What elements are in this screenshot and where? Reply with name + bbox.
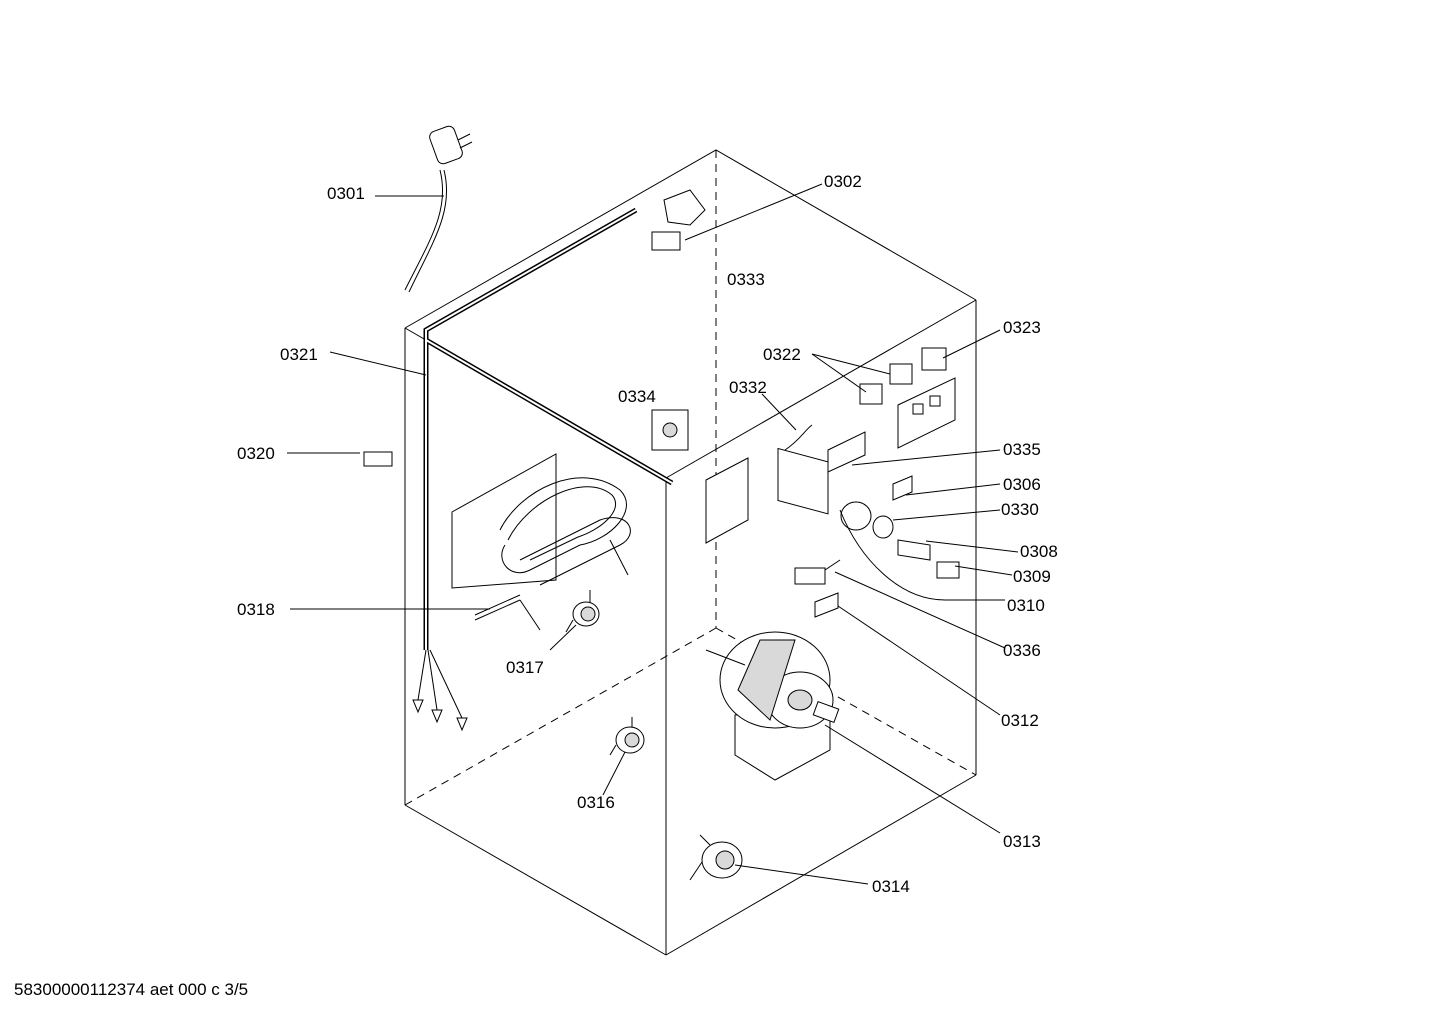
- panel-0323-icon: [897, 377, 956, 449]
- label-0306: 0306: [1003, 475, 1041, 494]
- label-0316: 0316: [577, 793, 615, 812]
- document-footer-id: 58300000112374 aet 000 c 3/5: [14, 980, 249, 999]
- label-0310: 0310: [1007, 596, 1045, 615]
- power-plug-icon: [404, 125, 473, 293]
- label-0332: 0332: [729, 378, 767, 397]
- plate-0302-lower-icon: [705, 457, 749, 544]
- label-0313: 0313: [1003, 832, 1041, 851]
- board-0335-icon: [827, 431, 866, 473]
- label-0322: 0322: [763, 345, 801, 364]
- label-0318: 0318: [237, 600, 275, 619]
- label-0312: 0312: [1001, 711, 1039, 730]
- switch-0323-icon: [921, 347, 947, 371]
- label-0333: 0333: [727, 270, 765, 289]
- label-0321: 0321: [280, 345, 318, 364]
- label-0323: 0323: [1003, 318, 1041, 337]
- sensor-0308-icon: [897, 539, 931, 561]
- heater-element-icon: [451, 453, 631, 631]
- label-0317: 0317: [506, 658, 544, 677]
- control-module-0334-icon: [651, 409, 689, 451]
- label-0309: 0309: [1013, 567, 1051, 586]
- label-0314: 0314: [872, 877, 910, 896]
- leader-lines: [287, 183, 1019, 885]
- label-0334: 0334: [618, 387, 656, 406]
- thermostat-0314-icon: [689, 834, 743, 881]
- label-0336: 0336: [1003, 641, 1041, 660]
- hose-0332-icon: [784, 424, 813, 451]
- relay-0336-icon: [794, 559, 841, 585]
- thermostat-0317-icon: [565, 590, 600, 633]
- motor-icon: [705, 631, 840, 781]
- clip-0320-icon: [363, 451, 393, 467]
- connector-0312-icon: [814, 592, 839, 618]
- wiring-harness: [412, 207, 674, 732]
- thermostat-0316-icon: [609, 717, 645, 756]
- sensor-0309-icon: [936, 561, 960, 579]
- label-0330: 0330: [1001, 500, 1039, 519]
- label-0301: 0301: [327, 184, 365, 203]
- seal-0330-icon: [840, 501, 894, 539]
- component-0302-icon: [651, 189, 706, 251]
- label-0308: 0308: [1020, 542, 1058, 561]
- control-module-0333-icon: [777, 447, 829, 515]
- switches-0322-icon: [859, 363, 913, 405]
- label-0320: 0320: [237, 444, 275, 463]
- label-0302: 0302: [824, 172, 862, 191]
- bracket-0306-icon: [892, 475, 913, 501]
- label-0335: 0335: [1003, 440, 1041, 459]
